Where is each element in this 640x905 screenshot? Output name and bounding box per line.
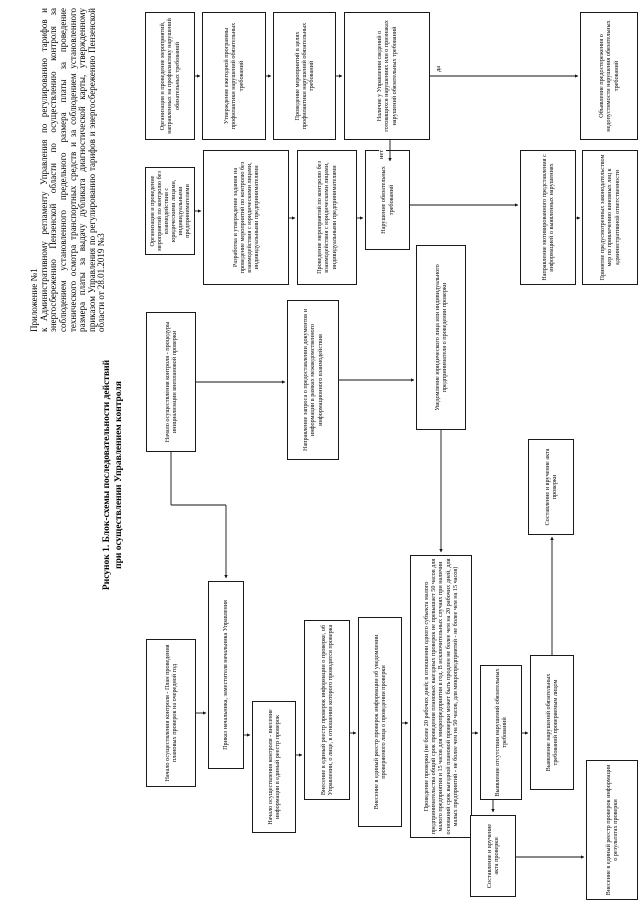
flowchart-arrows [170,74,585,859]
rotated-document-page: Приложение №1 к Административному реглам… [29,8,638,900]
